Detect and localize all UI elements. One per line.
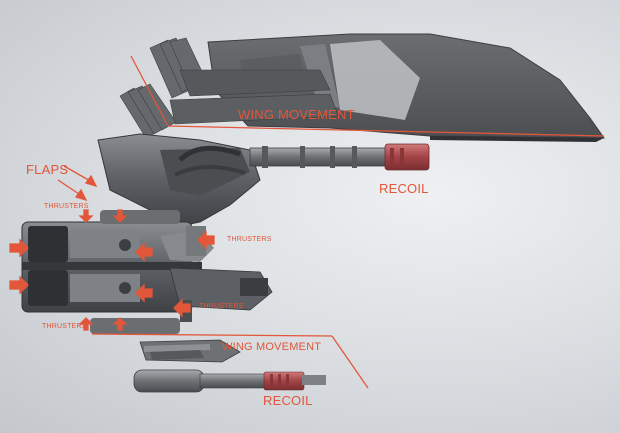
thruster-arrow-lower-right: [173, 298, 191, 318]
thrusters-upper-left-label: THRUSTERS: [44, 203, 89, 210]
thruster-arrow-down-2: [112, 209, 128, 223]
top-fin-cluster: [119, 37, 339, 139]
wing-movement-bottom-line-diagonal: [331, 335, 369, 389]
flaps-arrow-1: [63, 165, 93, 183]
thrusters-lower-right-label: THRUSTERS: [199, 303, 244, 310]
thruster-arrow-mid-right: [197, 230, 215, 250]
wing-movement-top-label: WING MOVEMENT: [238, 107, 355, 122]
main-hull: [97, 133, 261, 227]
wing-movement-bottom-line-horizontal: [91, 333, 333, 337]
thruster-arrow-inner-2: [135, 283, 153, 303]
wing-movement-top-line-horizontal: [167, 125, 605, 137]
engine-block: [21, 210, 273, 334]
annotation-lines: [9, 55, 605, 389]
thrusters-lower-left-label: THRUSTERS: [42, 323, 87, 330]
bottom-wing: [139, 339, 241, 363]
thruster-arrow-left-2: [9, 275, 29, 295]
thruster-arrow-up-1: [78, 317, 94, 331]
thruster-arrow-inner-1: [135, 242, 153, 262]
thrusters-mid-right-label: THRUSTERS: [227, 236, 272, 243]
recoil-top-label: RECOIL: [379, 181, 429, 196]
thruster-arrow-down-1: [78, 209, 94, 223]
thruster-arrow-left-1: [9, 238, 29, 258]
recoil-bottom-label: RECOIL: [263, 393, 313, 408]
upper-recoil-barrel: [249, 143, 430, 171]
wing-movement-top-line-diagonal: [130, 55, 169, 127]
wing-movement-bottom-label: WING MOVEMENT: [222, 341, 322, 353]
thruster-arrow-up-2: [112, 317, 128, 331]
lower-recoil-barrel: [133, 369, 326, 393]
flaps-label: FLAPS: [26, 162, 69, 177]
